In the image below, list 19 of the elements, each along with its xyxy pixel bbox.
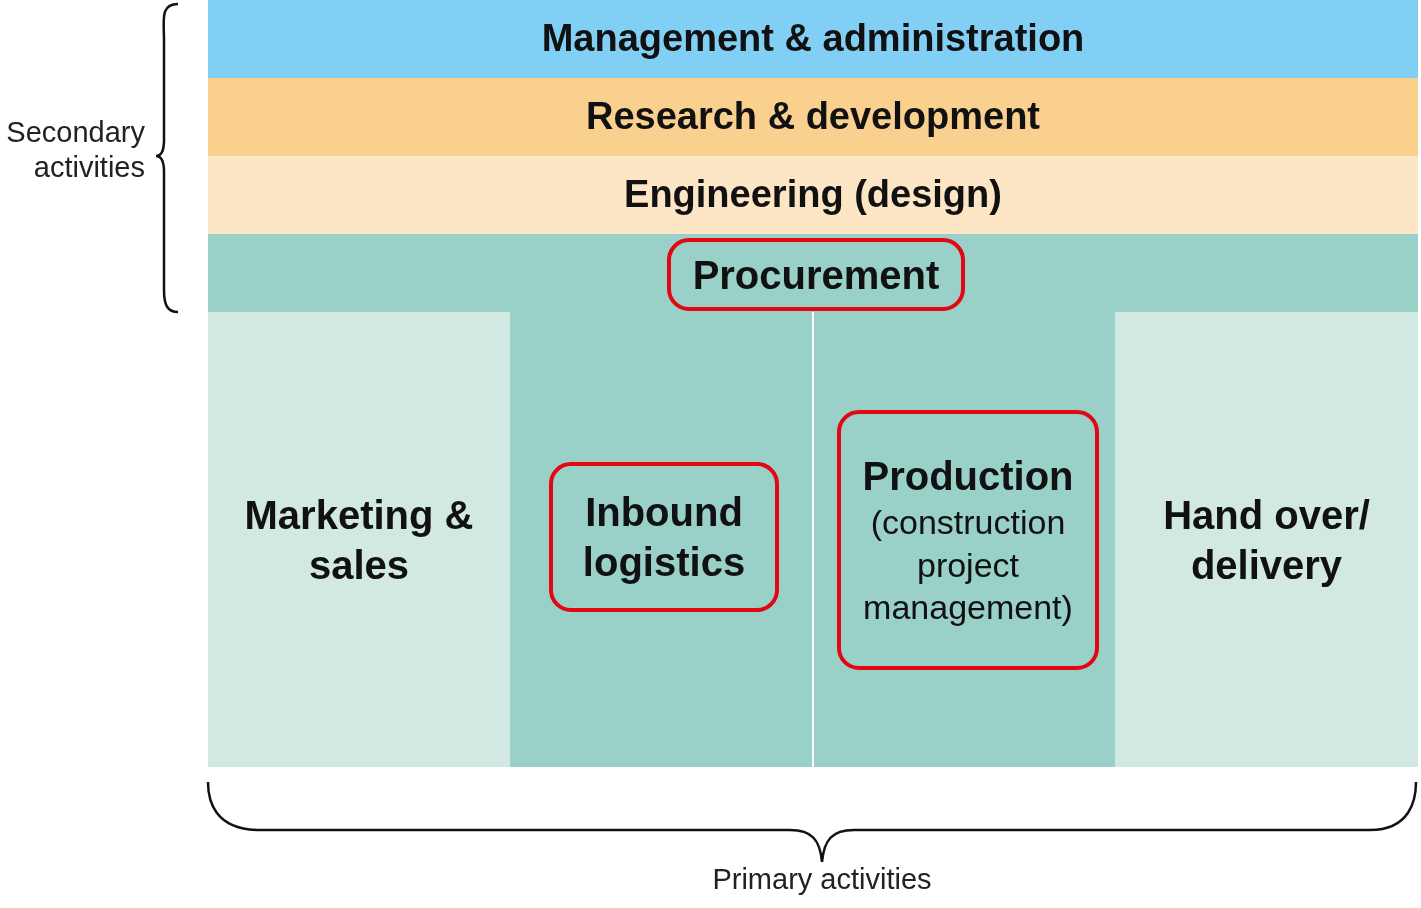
band xyxy=(208,156,1418,234)
highlight-label: Procurement xyxy=(692,251,940,299)
group-label: Secondary activities xyxy=(5,115,145,185)
column-panel xyxy=(208,312,510,767)
column-label: Hand over/ delivery xyxy=(1162,491,1371,589)
group-label: Primary activities xyxy=(711,862,933,897)
highlight-box xyxy=(667,238,965,311)
band-label: Management & administration xyxy=(541,16,1085,62)
highlight-box xyxy=(549,462,779,612)
highlight-label: Inbound logistics xyxy=(581,489,747,586)
highlight-label: (construction project management) xyxy=(862,502,1074,629)
highlight-box xyxy=(837,410,1099,670)
highlight-label: Production xyxy=(862,453,1074,501)
column-label: Marketing & sales xyxy=(243,491,475,589)
column-panel xyxy=(1115,312,1418,767)
band-label: Engineering (design) xyxy=(624,172,1002,218)
band-label: Research & development xyxy=(585,94,1041,140)
band xyxy=(208,78,1418,156)
band xyxy=(208,0,1418,78)
